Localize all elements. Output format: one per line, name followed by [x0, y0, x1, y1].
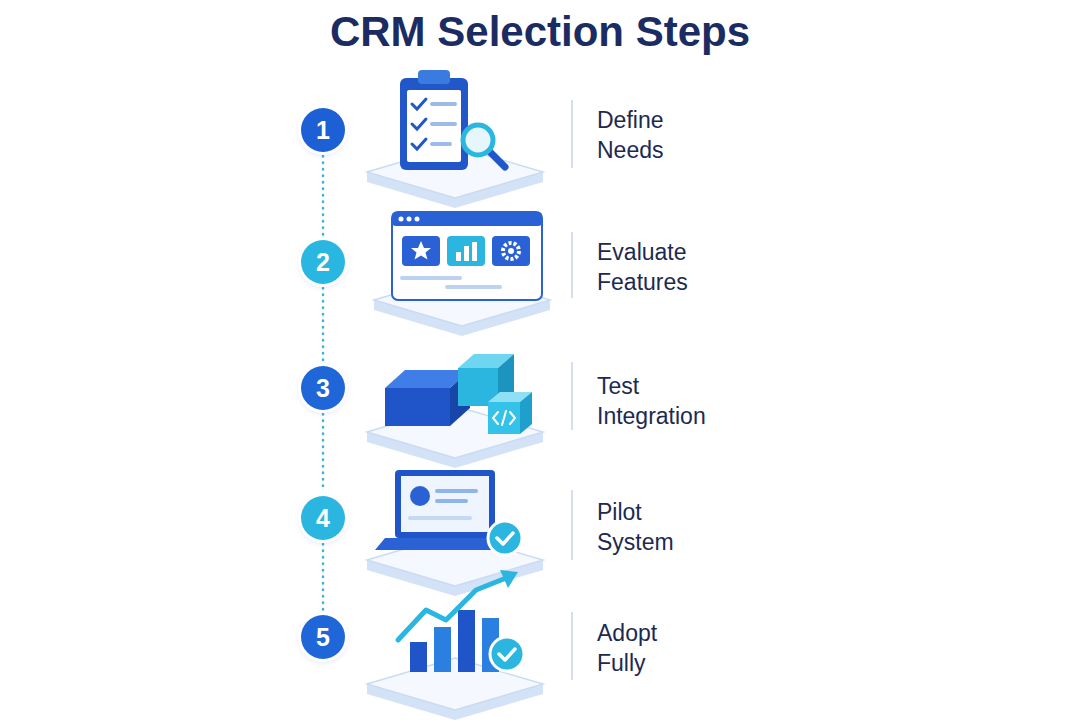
chart-bar — [410, 642, 427, 672]
step-number-circle: 1 — [301, 108, 345, 152]
browser-window — [392, 212, 542, 300]
step-label: Define Needs — [597, 105, 663, 165]
bar-symbol — [464, 246, 469, 261]
laptop-display — [401, 476, 489, 532]
text-line — [432, 102, 455, 106]
text-line — [410, 516, 470, 520]
gear-hub — [508, 248, 514, 254]
text-line — [432, 122, 455, 126]
clipboard-board — [400, 78, 468, 170]
separator-line — [571, 490, 573, 560]
diagram-title: CRM Selection Steps — [0, 8, 1080, 56]
magnifier-handle — [489, 151, 505, 167]
text-line — [437, 489, 476, 493]
check-mark — [412, 99, 426, 109]
chart-bar — [458, 610, 475, 672]
magnifier-lens — [463, 125, 493, 155]
block-front — [385, 388, 450, 426]
feature-tile — [492, 236, 530, 266]
step-number: 5 — [316, 623, 330, 652]
check-badge — [488, 521, 522, 555]
separator-line — [571, 612, 573, 680]
step-label: Adopt Fully — [597, 618, 657, 678]
separator-line — [571, 100, 573, 168]
dotted-connector — [322, 414, 325, 492]
step-number-circle: 4 — [301, 496, 345, 540]
text-line — [432, 142, 450, 146]
trend-arrowhead — [500, 570, 518, 588]
bar-symbol — [456, 252, 461, 261]
step-number-circle: 3 — [301, 366, 345, 410]
code-symbol — [493, 411, 515, 425]
step-number: 1 — [316, 116, 330, 145]
cube-side — [520, 392, 532, 434]
browser-dot — [415, 217, 420, 222]
separator-line — [571, 232, 573, 298]
browser-dot — [399, 217, 404, 222]
step-number: 3 — [316, 374, 330, 403]
clipboard-clip — [418, 70, 450, 84]
feature-tile — [447, 236, 485, 266]
separator-lines — [571, 100, 573, 680]
step-number: 4 — [316, 504, 330, 533]
text-line — [437, 499, 466, 503]
clipboard-icon — [400, 70, 505, 170]
gear-symbol — [503, 243, 519, 259]
puzzle-icon — [385, 354, 532, 434]
star-symbol — [411, 241, 431, 260]
browser-bar — [392, 212, 542, 226]
growth-chart-icon — [398, 570, 524, 672]
step-number-circle: 5 — [301, 615, 345, 659]
step-label: Pilot System — [597, 497, 674, 557]
laptop-screen — [395, 470, 495, 538]
check-mark — [412, 139, 426, 149]
dotted-connector — [322, 156, 325, 236]
text-line — [402, 276, 460, 280]
text-line — [447, 285, 500, 289]
check-mark — [412, 119, 426, 129]
check-mark — [499, 649, 515, 660]
step-number-circle: 2 — [301, 240, 345, 284]
feature-tile — [402, 236, 440, 266]
cube-front — [488, 402, 520, 434]
trend-line — [398, 578, 506, 640]
laptop-icon — [375, 470, 522, 555]
dotted-connector — [322, 544, 325, 611]
chart-bar — [434, 627, 451, 672]
separator-line — [571, 362, 573, 430]
browser-icon — [392, 212, 542, 300]
check-badge — [490, 637, 524, 671]
clipboard-paper — [407, 90, 461, 162]
step-number: 2 — [316, 248, 330, 277]
dotted-connector — [322, 288, 325, 362]
avatar-symbol — [410, 486, 430, 506]
browser-dot — [407, 217, 412, 222]
check-mark — [497, 533, 513, 544]
bar-symbol — [472, 242, 477, 261]
step-label: Test Integration — [597, 371, 706, 431]
step-label: Evaluate Features — [597, 237, 688, 297]
puzzle-knob — [423, 371, 437, 385]
